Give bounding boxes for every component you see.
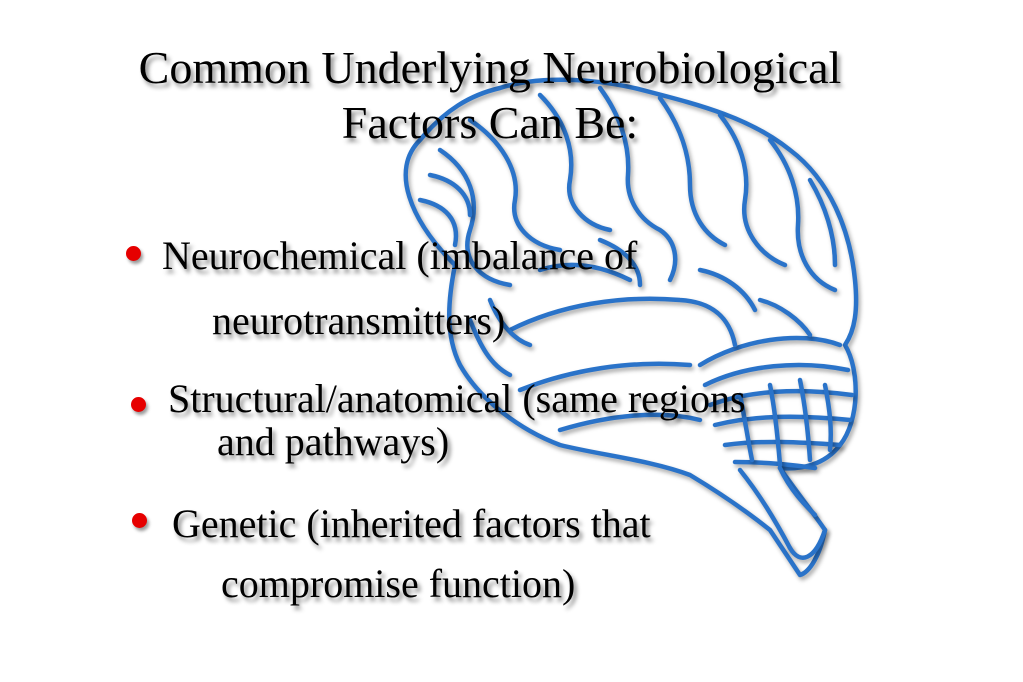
slide-title: Common Underlying Neurobiological Factor… <box>40 40 940 150</box>
brain-stem <box>737 465 818 551</box>
title-line-2: Factors Can Be: <box>341 97 639 148</box>
bullet-dot-3 <box>132 513 147 528</box>
brain-gyri-7 <box>767 137 838 293</box>
title-line-1: Common Underlying Neurobiological <box>138 42 842 93</box>
brain-gyri-8 <box>807 177 838 268</box>
bullet-1-line-1: Neurochemical (imbalance of <box>162 233 638 278</box>
brain-gyri-6 <box>717 112 788 268</box>
brain-gyri-3 <box>537 92 613 233</box>
bullet-1-line-2: neurotransmitters) <box>212 298 506 343</box>
bullet-2-line-1: Structural/anatomical (same regions <box>168 376 746 421</box>
brain-gyri-11 <box>697 267 813 338</box>
brain-cerebellum-folds <box>737 377 834 468</box>
bullet-3-line-1: Genetic (inherited factors that <box>172 501 651 546</box>
brain-gyri-12 <box>467 297 533 378</box>
brain-gyri-5 <box>657 95 728 248</box>
brain-gyri-1 <box>437 147 513 288</box>
brain-gyri-9 <box>417 172 473 248</box>
brain-gyri-4 <box>597 85 678 283</box>
bullet-2-line-2: and pathways) <box>217 419 450 464</box>
brain-stem-end <box>787 527 828 560</box>
bullet-dot-2 <box>131 397 146 412</box>
brain-temporal-sulcus <box>517 361 703 433</box>
brain-gyri-2 <box>467 117 563 253</box>
brain-cerebellum <box>697 335 855 471</box>
brain-gyri-10 <box>537 237 643 288</box>
bullet-3-line-2: compromise function) <box>221 561 576 606</box>
brain-lateral-fissure <box>507 296 738 348</box>
bullet-dot-1 <box>126 246 141 261</box>
